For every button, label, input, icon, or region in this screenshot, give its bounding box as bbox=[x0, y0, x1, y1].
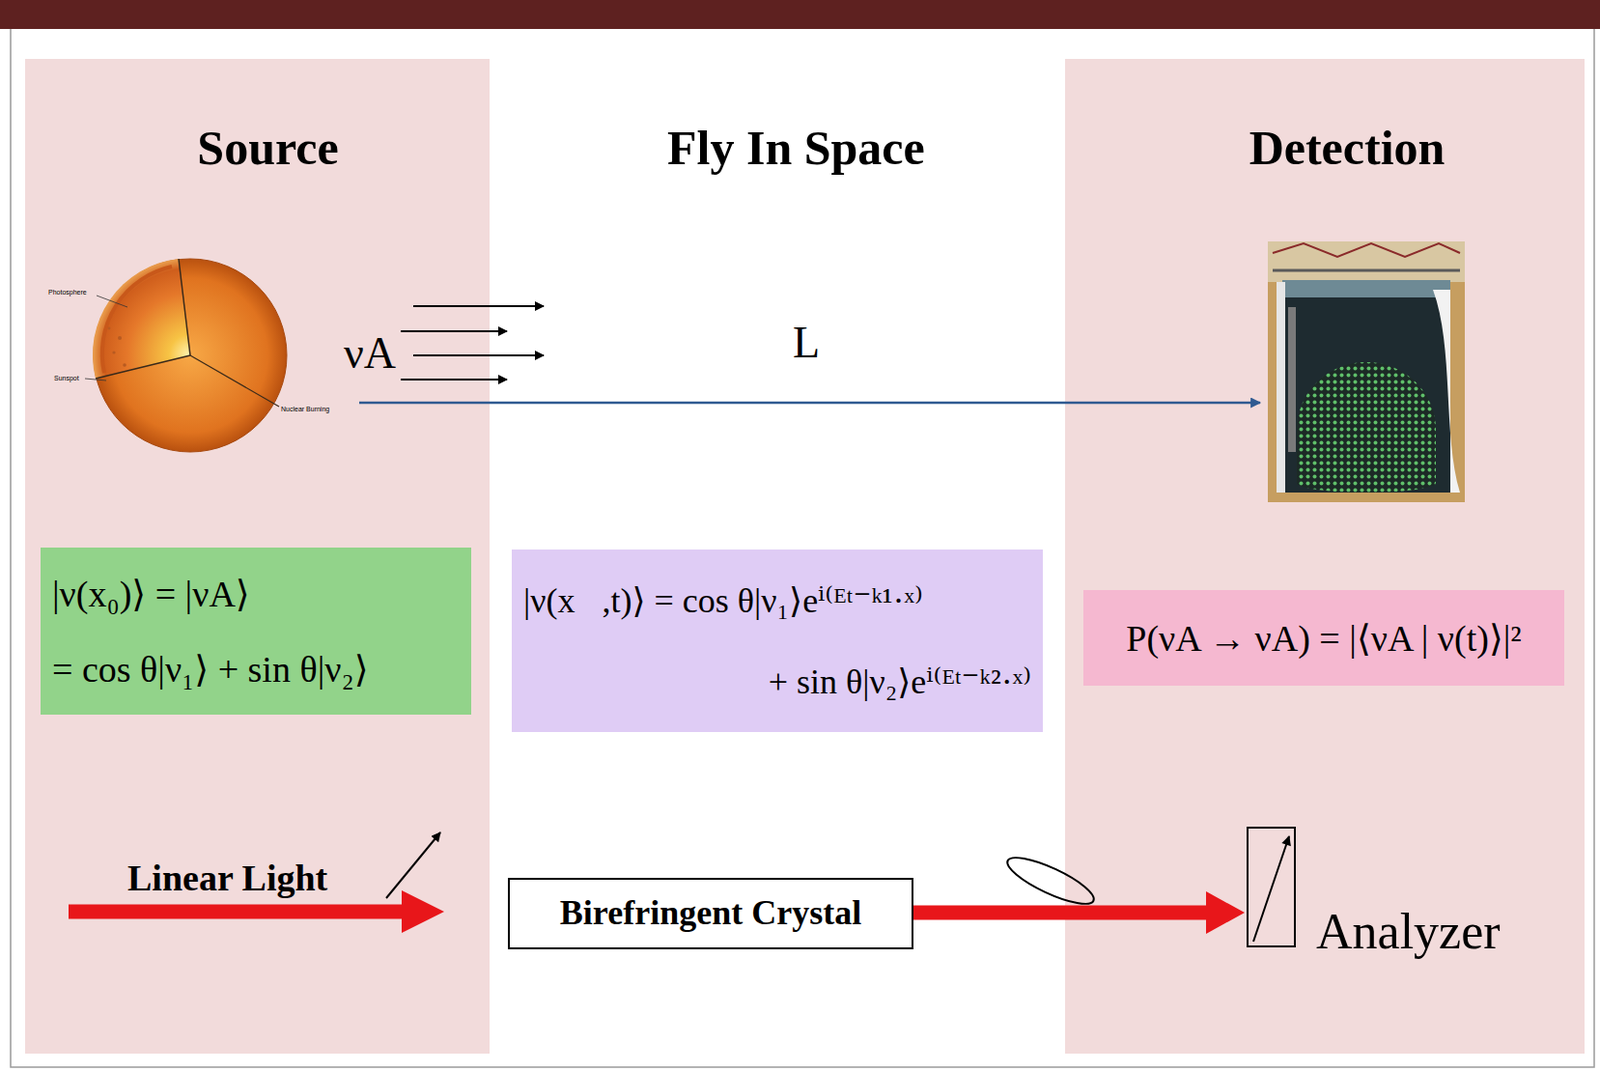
frame bbox=[10, 28, 1595, 1067]
formula-text: + sin θ|ν₂⟩eⁱ⁽ᴱᵗ⁻ᵏ²·ˣ⁾ bbox=[523, 641, 1032, 723]
crystal-box: Birefringent Crystal bbox=[507, 877, 914, 950]
detection-panel: DetectionP(νA → νA) = |⟨νA | ν(t)⟩|² Anal… bbox=[1065, 58, 1585, 1054]
detector-picture bbox=[1282, 280, 1451, 493]
detector-picture bbox=[1267, 241, 1465, 282]
top-bar bbox=[0, 0, 1600, 29]
formula-text: |ν(x₀)⟩ = |νA⟩ bbox=[52, 556, 460, 632]
polarization-arrow bbox=[386, 832, 441, 899]
frame bbox=[10, 28, 1595, 1067]
sun-illustration bbox=[93, 258, 287, 452]
formula-text: P(νA → νA) = |⟨νA | ν(t)⟩|² bbox=[1094, 609, 1553, 668]
analyzer: Analyzer bbox=[1246, 826, 1505, 948]
neutrino-symbol: νA bbox=[343, 328, 396, 378]
leader-line bbox=[84, 378, 107, 381]
analyzer-axis bbox=[1253, 836, 1290, 942]
beam-label: Linear Light bbox=[127, 856, 328, 899]
sun-illustration bbox=[92, 258, 287, 452]
analyzer-frame bbox=[1246, 826, 1296, 948]
polarization-ellipse bbox=[1002, 849, 1099, 913]
flux-arrows bbox=[413, 305, 544, 308]
flux-arrows bbox=[413, 354, 544, 357]
arrow-connector bbox=[913, 891, 1245, 934]
detector-picture bbox=[1276, 281, 1286, 493]
polarization-ellipse bbox=[1002, 849, 1099, 913]
part-label: Photosphere bbox=[48, 287, 87, 297]
arrow-head bbox=[1206, 891, 1245, 934]
detector-picture bbox=[1282, 280, 1451, 298]
detector-picture bbox=[1272, 243, 1460, 257]
sun-illustration bbox=[122, 363, 127, 367]
formula-box: |ν(x₀)⟩ = |νA⟩= cos θ|ν₁⟩ + sin θ|ν₂⟩ bbox=[40, 547, 472, 715]
formula-text: = cos θ|ν₁⟩ + sin θ|ν₂⟩ bbox=[52, 631, 460, 707]
sun-illustration bbox=[190, 355, 280, 407]
sun-illustration bbox=[92, 258, 191, 379]
part-label: Sunspot bbox=[54, 373, 80, 383]
leader-line bbox=[96, 295, 128, 308]
light-beam bbox=[68, 904, 408, 920]
distance-label: L bbox=[792, 317, 820, 367]
detector-picture bbox=[1296, 362, 1436, 483]
light-beam bbox=[401, 890, 445, 933]
flux-arrows bbox=[400, 378, 507, 381]
baseline-arrow bbox=[359, 401, 1261, 405]
detector-picture bbox=[1432, 289, 1460, 493]
analyzer-label: Analyzer bbox=[1316, 901, 1501, 962]
analyzer-axis bbox=[1253, 836, 1290, 942]
detector-picture bbox=[1288, 307, 1296, 452]
sun-illustration bbox=[108, 327, 112, 331]
source-panel: Source |ν(x₀)⟩ = |νA⟩= cos θ|ν₁⟩ + sin θ|… bbox=[25, 58, 490, 1054]
column-heading: Fly In Space bbox=[667, 118, 926, 177]
sun-illustration bbox=[95, 355, 191, 379]
panel-heading: Detection bbox=[1065, 118, 1585, 177]
sun-illustration bbox=[178, 258, 191, 356]
flux-arrows bbox=[400, 306, 544, 380]
detector-picture bbox=[1296, 473, 1436, 493]
part-label: Nuclear Burning bbox=[280, 404, 330, 414]
box-label: Birefringent Crystal bbox=[560, 892, 862, 934]
sun-illustration bbox=[112, 350, 115, 354]
formula-box: |ν(x⃗,t)⟩ = cos θ|ν₁⟩eⁱ⁽ᴱᵗ⁻ᵏ¹·ˣ⁾+ sin θ|… bbox=[511, 549, 1043, 732]
sun-illustration bbox=[117, 336, 122, 340]
arrow-shaft bbox=[913, 905, 1212, 921]
baseline-arrow bbox=[359, 402, 1261, 404]
formula-box: P(νA → νA) = |⟨νA | ν(t)⟩|² bbox=[1083, 589, 1565, 686]
flux-arrows bbox=[400, 330, 507, 333]
leader-line bbox=[84, 295, 128, 381]
detector-picture bbox=[1267, 241, 1465, 503]
polarization-arrow bbox=[386, 832, 441, 899]
detector-picture bbox=[1267, 241, 1465, 503]
formula-text: |ν(x⃗,t)⟩ = cos θ|ν₁⟩eⁱ⁽ᴱᵗ⁻ᵏ¹·ˣ⁾ bbox=[523, 560, 1032, 642]
panel-heading: Source bbox=[25, 118, 490, 177]
sun-illustration bbox=[102, 266, 172, 373]
top-bar bbox=[0, 0, 1600, 29]
detector-picture bbox=[1272, 269, 1460, 273]
